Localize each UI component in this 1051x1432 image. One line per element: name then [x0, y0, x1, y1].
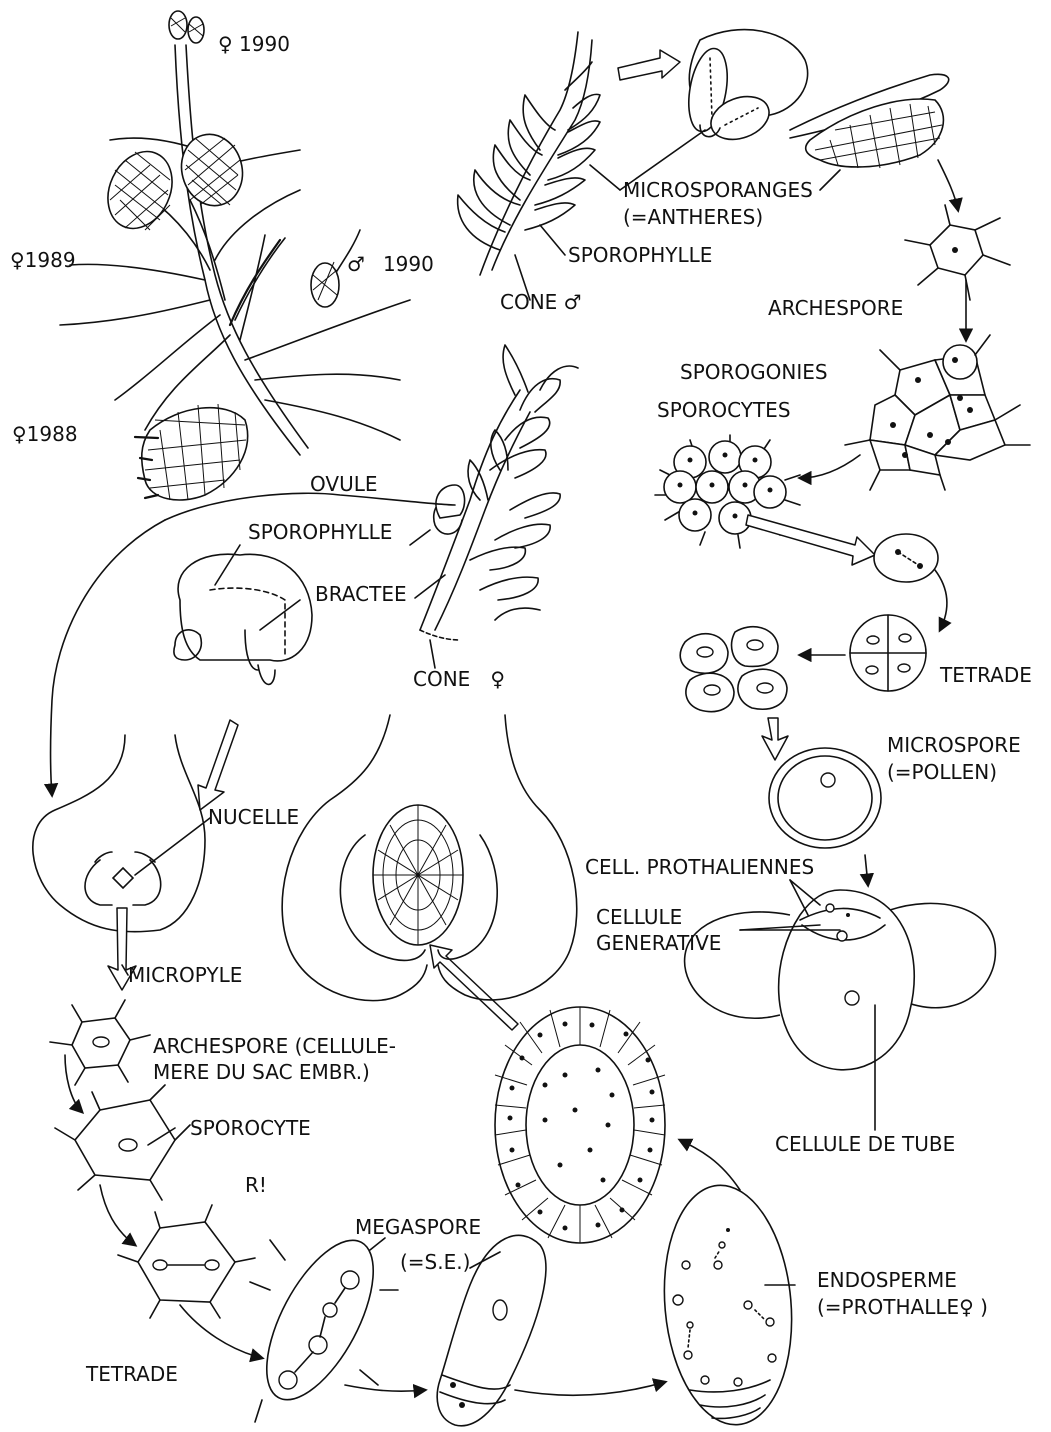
- tetrade-right: [850, 615, 926, 691]
- linear-tetrade: [245, 1224, 398, 1422]
- archespore-female-cell: [50, 1000, 150, 1085]
- male-cone-section: [458, 32, 600, 275]
- dividing-sporocyte: [874, 534, 938, 582]
- mature-ovule-section: [282, 715, 577, 1001]
- ovule-longitudinal-section: [33, 735, 205, 932]
- archespore-male-cell: [905, 205, 1010, 300]
- female-cone-section: [420, 345, 578, 640]
- sporogonies-tissue: [845, 335, 1030, 490]
- microspore-pollen: [769, 748, 881, 848]
- separated-microspores: [680, 627, 787, 712]
- female-cones-1989: [96, 127, 250, 238]
- cellular-endosperm: [495, 1007, 665, 1243]
- tetrade-left-cell: [118, 1205, 255, 1318]
- winged-pollen-grain: [685, 890, 996, 1070]
- pine-branch-illustration: [60, 45, 410, 455]
- megaspore-cell: [437, 1235, 546, 1425]
- endosperme-cell: [655, 1180, 801, 1430]
- microsporange-detail: [618, 30, 949, 168]
- ovuliferous-scale-detail: [174, 554, 312, 684]
